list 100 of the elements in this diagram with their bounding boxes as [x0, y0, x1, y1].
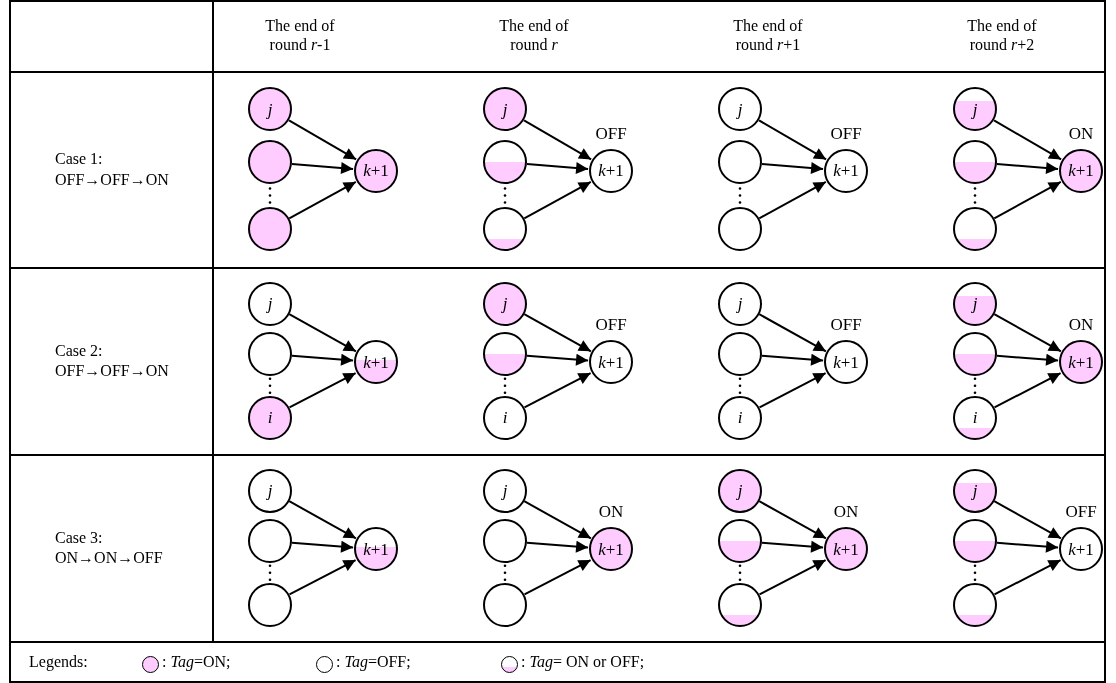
arrow	[290, 162, 355, 175]
circle-node	[483, 281, 527, 326]
row-header: Case 2: OFF→OFF→ON	[55, 340, 170, 382]
node-label: j	[502, 482, 508, 499]
arrow	[993, 313, 1062, 353]
node-label: i	[737, 409, 743, 427]
node-label: i	[502, 409, 508, 427]
circle-node	[354, 340, 398, 385]
state-label: OFF	[594, 316, 628, 335]
arrow	[290, 540, 355, 553]
state-label: ON	[1067, 316, 1095, 335]
state-label: OFF	[829, 316, 863, 335]
node-label: j	[267, 482, 273, 499]
arrow	[758, 181, 827, 220]
arrow	[993, 500, 1062, 540]
circle-node	[718, 87, 762, 132]
row-header: Case 3: ON→ON→OFF	[55, 527, 164, 569]
node-label: k+1	[1068, 162, 1094, 180]
state-label: OFF	[1064, 503, 1098, 522]
circle-node	[248, 281, 292, 326]
circle-node	[248, 206, 292, 251]
circle-node	[483, 395, 527, 440]
arrow	[288, 372, 357, 409]
node-label: k+1	[363, 540, 389, 558]
arrow	[993, 372, 1062, 409]
circle-node	[248, 468, 292, 513]
circle-node	[589, 527, 633, 572]
node-label: k+1	[833, 162, 859, 180]
circle-node	[824, 340, 868, 385]
arrow	[993, 119, 1063, 161]
arrow	[525, 353, 590, 366]
circle-node	[718, 395, 762, 440]
circle-node	[718, 582, 762, 627]
circle-node	[953, 140, 997, 185]
node-label: j	[502, 295, 508, 312]
arrow	[523, 559, 592, 596]
circle-node	[953, 519, 997, 563]
node-label: k+1	[598, 353, 624, 371]
arrow	[758, 119, 828, 161]
arrow	[995, 540, 1060, 553]
circle-node	[248, 519, 292, 563]
circle-node	[824, 148, 868, 193]
circle-node	[248, 332, 292, 376]
arrow	[525, 540, 590, 553]
arrow	[758, 500, 827, 540]
circle-node	[483, 582, 527, 627]
node-label: k+1	[1068, 540, 1094, 558]
state-label: ON	[597, 503, 625, 522]
arrow	[760, 162, 825, 175]
column-header: The end of round r+2	[966, 16, 1038, 55]
legend-label: : Tag= ON or OFF;	[521, 653, 645, 671]
arrow	[288, 559, 357, 596]
circle-node	[483, 140, 527, 185]
circle-node	[483, 206, 527, 251]
legend-title: Legends:	[29, 653, 88, 671]
arrow	[995, 162, 1060, 175]
node-label: j	[737, 295, 743, 312]
state-label: OFF	[594, 124, 628, 143]
circle-node	[483, 332, 527, 376]
legend-label: : Tag=ON;	[162, 653, 231, 671]
circle-node	[953, 582, 997, 627]
arrow	[288, 119, 358, 161]
arrow	[288, 313, 357, 353]
node-label: j	[972, 295, 978, 312]
node-label: i	[267, 409, 273, 427]
node-label: k+1	[1068, 353, 1094, 371]
circle-node	[718, 332, 762, 376]
state-label: OFF	[829, 124, 863, 143]
circle-node	[718, 281, 762, 326]
node-label: k+1	[598, 540, 624, 558]
circle-node	[248, 582, 292, 627]
arrow	[288, 500, 357, 540]
arrow	[758, 313, 827, 353]
node-label: j	[502, 100, 508, 118]
node-label: j	[267, 100, 273, 118]
circle-node	[483, 468, 527, 513]
arrow	[523, 119, 593, 161]
arrow	[758, 372, 827, 409]
arrow	[995, 353, 1060, 366]
row-header: Case 1: OFF→OFF→ON	[55, 149, 170, 190]
circle-node	[824, 527, 868, 572]
arrow	[523, 372, 592, 409]
node-label: k+1	[598, 162, 624, 180]
circle-node	[589, 148, 633, 193]
column-header: The end of round r+1	[732, 16, 804, 55]
node-label: k+1	[833, 353, 859, 371]
node-label: j	[737, 482, 743, 499]
circle-node	[354, 148, 398, 193]
circle-node	[354, 527, 398, 572]
circle-node	[483, 519, 527, 563]
arrow	[523, 313, 592, 353]
node-label: j	[737, 100, 743, 118]
state-label: ON	[832, 503, 860, 522]
circle-node	[718, 468, 762, 513]
arrow	[288, 181, 357, 220]
node-label: j	[972, 482, 978, 499]
legend-label: : Tag=OFF;	[336, 653, 411, 671]
node-label: k+1	[363, 162, 389, 180]
state-label: ON	[1067, 124, 1095, 143]
arrow	[760, 353, 825, 366]
